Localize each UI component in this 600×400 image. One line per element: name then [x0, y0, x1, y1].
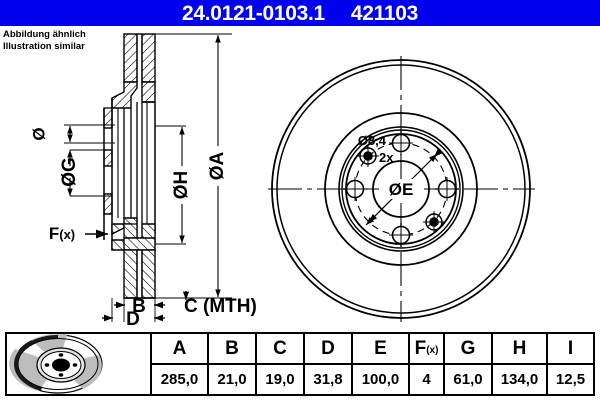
- spec-header-H: H: [493, 334, 548, 363]
- hat-transition-lower: [111, 217, 156, 251]
- spec-value-E: 100,0: [353, 365, 410, 394]
- dimension-force-fx: F(x): [49, 224, 108, 243]
- illustration-similar-note: Abbildung ähnlich Illustration similar: [3, 29, 86, 52]
- dimension-diameter-h: ØH: [155, 125, 192, 245]
- mounting-hole: [389, 223, 413, 247]
- hat-outer-circle: [338, 126, 464, 252]
- label-hole-count: 2x: [379, 150, 394, 165]
- hub-wall: [103, 98, 113, 250]
- label-bolt-circle: ØE: [389, 180, 414, 199]
- spec-value-C: 19,0: [257, 365, 305, 394]
- spec-value-F: 4: [410, 365, 445, 394]
- spec-value-B: 21,0: [209, 365, 257, 394]
- spec-header-E: E: [353, 334, 410, 363]
- spec-header-I-label: I: [567, 337, 574, 359]
- caption-line-de: Abbildung ähnlich: [3, 29, 86, 40]
- label-diameter-g: ØG: [59, 157, 80, 187]
- dimension-b: B: [114, 296, 165, 322]
- brake-disc-3d-illustration: [9, 334, 103, 394]
- spec-header-D-label: D: [321, 337, 335, 359]
- dimension-diameter-small: Ø: [29, 124, 115, 144]
- label-hole-diameter: Ø8,4: [358, 133, 387, 148]
- spec-header-B-label: B: [225, 337, 239, 359]
- label-diameter-small: Ø: [29, 127, 48, 140]
- spec-header-A: A: [152, 334, 209, 363]
- spec-value-G: 61,0: [445, 365, 493, 394]
- spec-header-I: I: [548, 334, 593, 363]
- friction-outer-circle: [276, 64, 526, 314]
- dimension-diameter-g: ØG: [59, 149, 112, 197]
- spec-header-D: D: [305, 334, 353, 363]
- outer-disc-edge: [271, 59, 531, 319]
- spec-header-G-label: G: [460, 337, 476, 359]
- spec-header-C: C: [257, 334, 305, 363]
- spec-grid: A B C D E F(x) G H I 285,0 21,0 19,0 31,…: [152, 334, 593, 394]
- label-diameter-a: ØA: [207, 151, 228, 180]
- friction-inner-circle: [324, 112, 478, 266]
- disc-thumbnail-cell: [7, 334, 152, 394]
- reference-number: 421103: [350, 1, 419, 25]
- spec-header-E-label: E: [374, 337, 387, 359]
- spec-header-B: B: [209, 334, 257, 363]
- dimension-bolt-circle: ØE: [365, 148, 443, 226]
- spec-header-F-sub: (x): [426, 345, 439, 356]
- hat-step-circle: [341, 129, 461, 249]
- mounting-hole: [343, 177, 367, 201]
- hat-transition-upper: [111, 81, 156, 109]
- cross-section-view: Ø ØG F(x) ØH: [29, 33, 257, 326]
- drawing-area: Ø ØG F(x) ØH: [0, 26, 600, 326]
- label-dim-c-mth: C (MTH): [184, 296, 257, 317]
- friction-ring-lower: [123, 249, 156, 299]
- dimension-diameter-a: ØA: [155, 33, 232, 299]
- label-force-fx: F(x): [49, 224, 75, 243]
- spec-value-row: 285,0 21,0 19,0 31,8 100,0 4 61,0 134,0 …: [152, 365, 593, 394]
- header-bar: 24.0121-0103.1 421103: [0, 0, 600, 26]
- label-dim-d: D: [126, 309, 140, 326]
- spec-table: A B C D E F(x) G H I 285,0 21,0 19,0 31,…: [5, 332, 595, 396]
- spec-value-D: 31,8: [305, 365, 353, 394]
- spec-header-F: F(x): [410, 334, 445, 363]
- spec-header-C-label: C: [273, 337, 287, 359]
- spec-value-A: 285,0: [152, 365, 209, 394]
- friction-ring-upper: [123, 33, 156, 83]
- caption-line-en: Illustration similar: [3, 40, 85, 52]
- spec-header-G: G: [445, 334, 493, 363]
- threaded-hole: [423, 211, 445, 233]
- threaded-hole: [357, 145, 379, 167]
- spec-header-H-label: H: [512, 337, 527, 359]
- spec-value-I: 12,5: [555, 371, 586, 388]
- spec-value-H: 134,0: [493, 365, 548, 394]
- spec-header-row: A B C D E F(x) G H I: [152, 334, 593, 365]
- spec-header-F-label: F: [414, 337, 427, 359]
- part-number: 24.0121-0103.1: [181, 1, 325, 25]
- dimension-c-mth: C (MTH): [182, 291, 257, 317]
- vented-core-lines: [117, 102, 156, 234]
- spec-header-A-label: A: [172, 337, 187, 359]
- dimension-d: D: [102, 298, 165, 326]
- face-view: Ø8,4 2x ØE: [268, 56, 535, 322]
- label-diameter-h: ØH: [171, 171, 192, 200]
- label-dim-b: B: [132, 296, 146, 317]
